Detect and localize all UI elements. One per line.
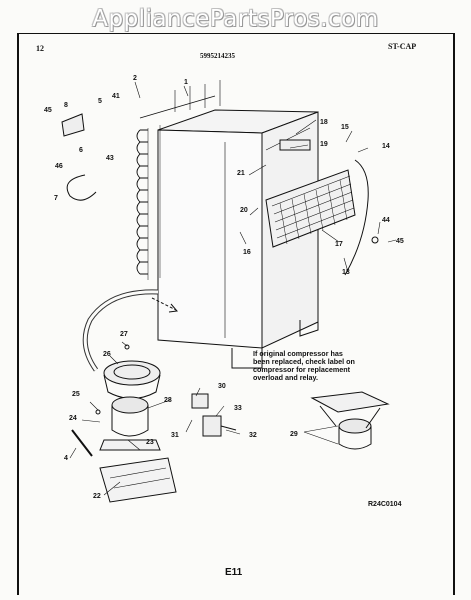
evaporator-assembly — [265, 139, 369, 276]
leader-lines — [69, 81, 397, 496]
callout-23: 23 — [146, 439, 154, 446]
callout-20: 20 — [240, 207, 248, 214]
callout-26: 26 — [103, 351, 111, 358]
callout-14: 14 — [382, 143, 390, 150]
callout-15: 15 — [341, 124, 349, 131]
callout-46: 46 — [55, 163, 63, 170]
back-condenser-coil — [136, 95, 216, 280]
callout-41: 41 — [112, 93, 120, 100]
callout-8: 8 — [64, 102, 68, 109]
footer-page-code: E11 — [225, 567, 243, 578]
callout-33: 33 — [234, 405, 242, 412]
callout-16: 16 — [243, 249, 251, 256]
note-line: been replaced, check label on — [253, 357, 355, 366]
replacement-compressor — [310, 391, 390, 450]
callout-45a: 45 — [44, 107, 52, 114]
figure-code: R24C0104 — [368, 501, 402, 508]
callout-32: 32 — [249, 432, 257, 439]
section-code: ST-CAP — [388, 42, 417, 51]
drain-pan — [103, 360, 161, 399]
callout-17: 17 — [335, 241, 343, 248]
frame-border-left — [17, 33, 19, 595]
page-number: 12 — [36, 44, 44, 53]
callout-13: 13 — [342, 269, 350, 276]
callout-22: 22 — [93, 493, 101, 500]
callout-43: 43 — [106, 155, 114, 162]
callout-31: 31 — [171, 432, 179, 439]
compressor — [99, 396, 161, 451]
compressor-note: If original compressor has been replaced… — [253, 350, 378, 382]
callout-45b: 45 — [396, 238, 404, 245]
callout-6: 6 — [79, 147, 83, 154]
note-line: overload and relay. — [253, 373, 318, 382]
callout-19: 19 — [320, 141, 328, 148]
assembly-arrow — [151, 297, 177, 311]
frame-border-right — [453, 33, 455, 595]
callout-18: 18 — [320, 119, 328, 126]
watermark-text: AppliancePartsPros.com — [92, 6, 379, 32]
callout-2: 2 — [133, 75, 137, 82]
relay-overload — [191, 393, 237, 437]
callout-29: 29 — [290, 431, 298, 438]
base-tray — [99, 457, 177, 503]
callout-25: 25 — [72, 391, 80, 398]
callout-5: 5 — [98, 98, 102, 105]
callout-27: 27 — [120, 331, 128, 338]
note-line: If original compressor has — [253, 349, 343, 358]
callout-30: 30 — [218, 383, 226, 390]
note-line: compressor for replacement — [253, 365, 351, 374]
publication-number: 5995214235 — [200, 52, 235, 60]
callout-28: 28 — [164, 397, 172, 404]
callout-4: 4 — [64, 455, 68, 462]
callout-24: 24 — [69, 415, 77, 422]
callout-44: 44 — [382, 217, 390, 224]
callout-1: 1 — [184, 79, 188, 86]
frame-border-top — [17, 33, 454, 34]
callout-7: 7 — [54, 195, 58, 202]
callout-21: 21 — [237, 170, 245, 177]
